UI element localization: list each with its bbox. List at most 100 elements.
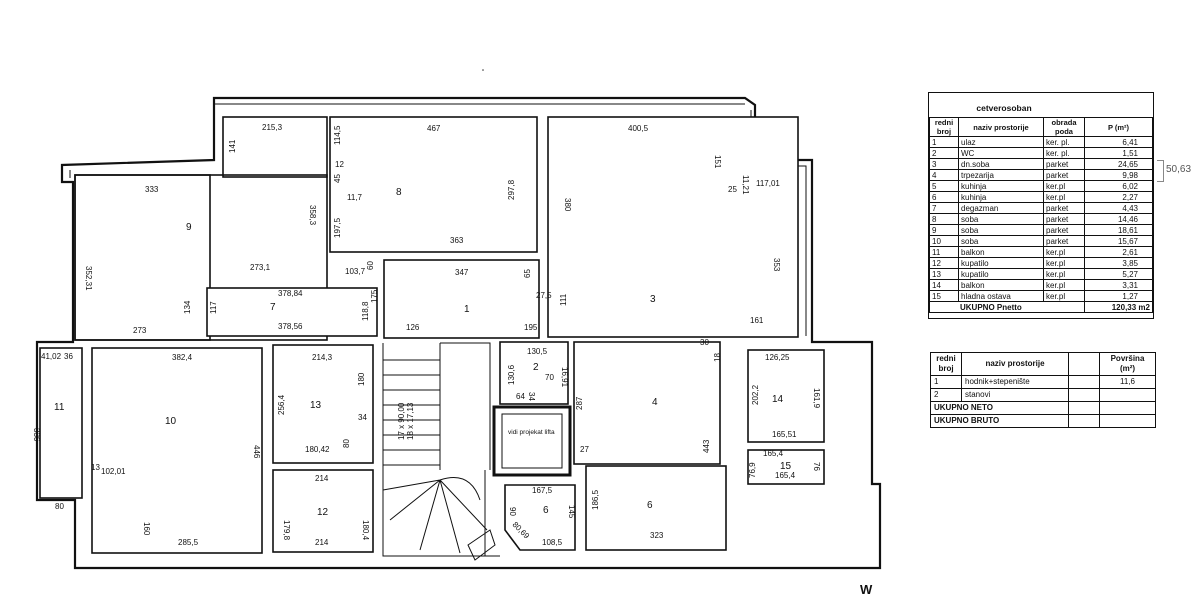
area-table: redni broj naziv prostorije obrada poda … <box>929 117 1153 313</box>
svg-text:336: 336 <box>32 428 41 442</box>
svg-text:214: 214 <box>315 474 329 483</box>
svg-text:400,5: 400,5 <box>628 124 649 133</box>
svg-text:34: 34 <box>527 392 536 401</box>
svg-text:16,91: 16,91 <box>560 367 569 388</box>
svg-text:11,7: 11,7 <box>347 193 363 202</box>
svg-text:347: 347 <box>455 268 469 277</box>
svg-text:186,5: 186,5 <box>591 489 600 510</box>
room-number: 6 <box>647 500 653 511</box>
room-number: 8 <box>396 187 402 198</box>
table-row: UKUPNO BRUTO <box>930 414 1156 428</box>
svg-text:161,9: 161,9 <box>812 388 821 409</box>
svg-text:134: 134 <box>183 300 192 314</box>
svg-text:64: 64 <box>516 392 525 401</box>
header-cell: Površina (m²) <box>1099 352 1156 376</box>
table-row: 2 stanovi <box>930 388 1156 402</box>
svg-text:118,8: 118,8 <box>361 301 370 321</box>
header-cell: redni broj <box>929 117 959 137</box>
room-area-table: cetverosoban redni broj naziv prostorije… <box>928 92 1154 319</box>
header-cell: naziv prostorije <box>958 117 1044 137</box>
svg-text:160: 160 <box>142 522 151 536</box>
svg-text:165,51: 165,51 <box>772 430 797 439</box>
svg-text:27: 27 <box>580 445 589 454</box>
svg-text:333: 333 <box>145 185 159 194</box>
svg-text:141: 141 <box>228 139 237 153</box>
common-area-table: redni broj naziv prostorije Površina (m²… <box>930 352 1156 450</box>
room-number: 10 <box>165 416 177 427</box>
svg-text:378,84: 378,84 <box>278 289 303 298</box>
total-value: 120,33 m2 <box>1084 301 1153 313</box>
svg-text:80: 80 <box>55 502 64 511</box>
svg-text:197,5: 197,5 <box>333 217 342 238</box>
svg-text:256,4: 256,4 <box>277 394 286 415</box>
room-14 <box>747 349 825 443</box>
svg-text:76: 76 <box>812 462 821 471</box>
svg-text:18: 18 <box>713 353 722 362</box>
svg-text:126,25: 126,25 <box>765 353 790 362</box>
svg-text:108,5: 108,5 <box>542 538 563 547</box>
svg-text:358,3: 358,3 <box>308 205 317 226</box>
table-title: cetverosoban <box>976 103 1032 113</box>
room-9-left <box>74 174 211 341</box>
floor-plan: 9 8 3 7 1 10 11 13 2 4 14 15 12 6 6 vidi… <box>32 69 882 570</box>
room-9 <box>74 174 328 341</box>
svg-text:180: 180 <box>357 372 366 386</box>
svg-text:13: 13 <box>91 463 100 472</box>
room-number: 9 <box>186 222 192 233</box>
svg-text:30: 30 <box>700 338 709 347</box>
dimension-labels: 215,3 141 333 358,3 352,31 273,1 134 273… <box>32 123 821 547</box>
lift-shaft <box>492 405 572 477</box>
room-number: 14 <box>772 394 784 405</box>
table-header-row: redni broj naziv prostorije Površina (m²… <box>930 352 1156 376</box>
lift-label: vidi projekat lifta <box>508 429 555 436</box>
svg-text:215,3: 215,3 <box>262 123 283 132</box>
room-number: 11 <box>54 402 65 413</box>
svg-text:297,8: 297,8 <box>507 179 516 200</box>
svg-text:287: 287 <box>575 396 584 410</box>
svg-text:41,02: 41,02 <box>41 352 62 361</box>
svg-text:165,4: 165,4 <box>775 471 796 480</box>
room-2 <box>499 341 569 405</box>
svg-text:60: 60 <box>366 261 375 270</box>
svg-text:202,2: 202,2 <box>751 384 760 405</box>
room-number: 2 <box>533 362 539 373</box>
svg-text:214,3: 214,3 <box>312 353 333 362</box>
svg-text:17 x 90,00: 17 x 90,00 <box>397 402 406 440</box>
room-15 <box>747 449 825 485</box>
svg-text:380: 380 <box>563 198 572 212</box>
svg-text:130,5: 130,5 <box>527 347 548 356</box>
room-number: 4 <box>652 397 658 408</box>
svg-text:382,4: 382,4 <box>172 353 193 362</box>
svg-text:18 x 17,13: 18 x 17,13 <box>406 402 415 440</box>
svg-text:45: 45 <box>333 174 342 183</box>
room-number: 7 <box>270 302 276 313</box>
outer-wall <box>35 96 882 570</box>
svg-text:27,5: 27,5 <box>536 291 552 300</box>
svg-text:151: 151 <box>713 155 722 169</box>
table-total-row: UKUPNO Pnetto 120,33 m2 <box>929 301 1153 313</box>
svg-text:353: 353 <box>772 258 781 272</box>
room-9-top <box>222 116 328 178</box>
svg-text:80: 80 <box>342 439 351 448</box>
svg-text:323: 323 <box>650 531 664 540</box>
svg-text:103,7: 103,7 <box>345 267 366 276</box>
room-8 <box>329 116 538 253</box>
room-4 <box>573 341 721 465</box>
svg-text:161: 161 <box>750 316 764 325</box>
margin-note: 50,63 <box>1157 160 1197 182</box>
header-cell <box>1068 352 1100 376</box>
svg-text:25: 25 <box>728 185 737 194</box>
svg-text:352,31: 352,31 <box>84 266 93 291</box>
svg-text:36: 36 <box>64 352 73 361</box>
bruto-label: UKUPNO BRUTO <box>930 414 1069 428</box>
